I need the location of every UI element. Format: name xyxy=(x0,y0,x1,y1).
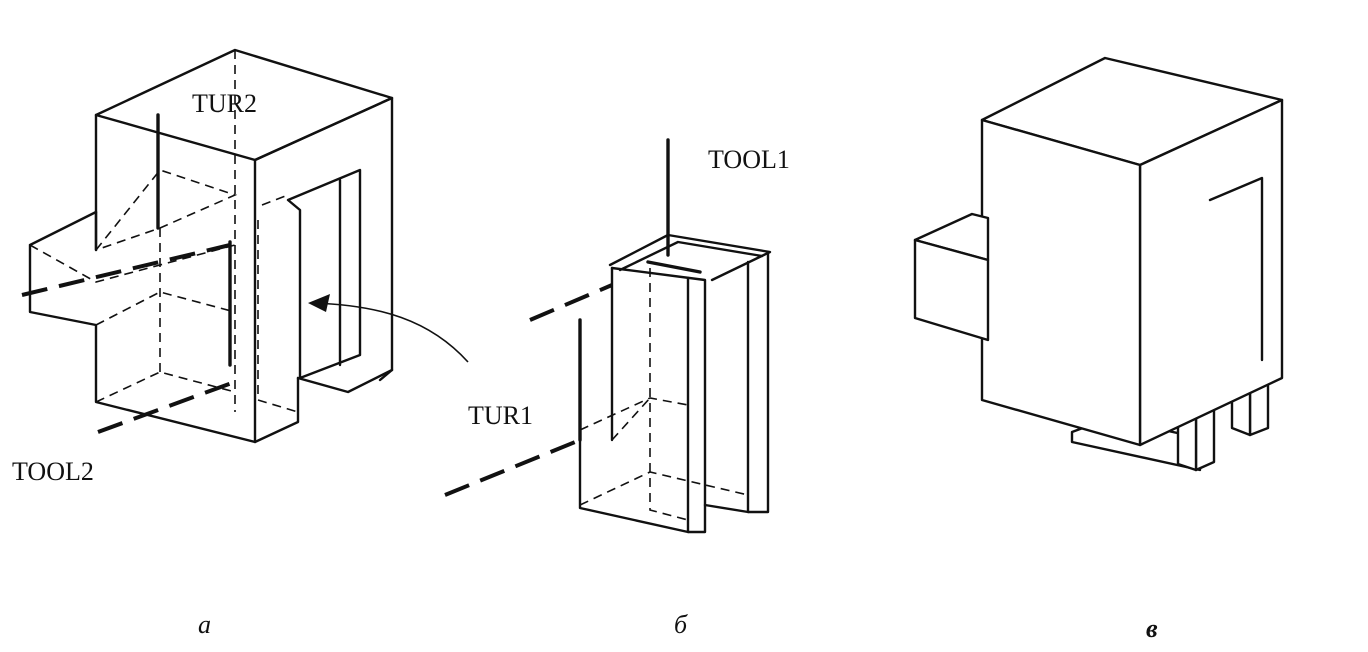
panel-b-tool-wireframe xyxy=(444,138,772,534)
leader-arrowhead xyxy=(308,294,330,312)
front-plate-thickness xyxy=(610,266,707,534)
panel-v-solid-part xyxy=(913,56,1284,472)
hidden-protrusion xyxy=(29,244,236,283)
caption-a: а xyxy=(198,610,211,639)
block-right-edge xyxy=(253,96,394,382)
hidden-mid-b xyxy=(579,397,689,431)
hidden-low xyxy=(95,371,236,403)
tool2-label: TOOL2 xyxy=(12,457,94,486)
tur1-leader xyxy=(311,302,469,363)
foot-bottom xyxy=(296,368,394,394)
tur1-label: TUR1 xyxy=(468,401,533,430)
caption-v: в xyxy=(1146,614,1158,643)
hidden-top-slot xyxy=(95,169,238,251)
tur1-guide-upper xyxy=(529,283,613,322)
block-front xyxy=(980,118,1142,447)
hidden-mid xyxy=(95,291,236,326)
tur2-label: TUR2 xyxy=(192,89,257,118)
tool1-tip xyxy=(646,260,702,274)
panel-a-part-wireframe xyxy=(21,48,469,444)
front-plate-outline xyxy=(578,276,690,534)
side-window xyxy=(1208,176,1264,362)
tool1-label: TOOL1 xyxy=(708,145,790,174)
tool2-path-lower xyxy=(97,378,241,434)
tur1-guide-lower xyxy=(444,438,581,497)
hidden-axis-b xyxy=(649,268,689,521)
back-plate-base xyxy=(703,503,750,514)
comb-top xyxy=(608,233,772,282)
hidden-inner-right xyxy=(257,220,299,413)
back-plate xyxy=(746,250,770,514)
hidden-diag xyxy=(611,397,651,441)
caption-b: б xyxy=(674,610,688,639)
tool2-path-upper xyxy=(21,243,231,297)
protrusion-front xyxy=(913,238,990,342)
window-outline xyxy=(286,168,362,380)
comb-top-inner xyxy=(618,240,764,272)
hidden-window-top xyxy=(261,194,289,206)
hidden-base xyxy=(579,471,749,506)
